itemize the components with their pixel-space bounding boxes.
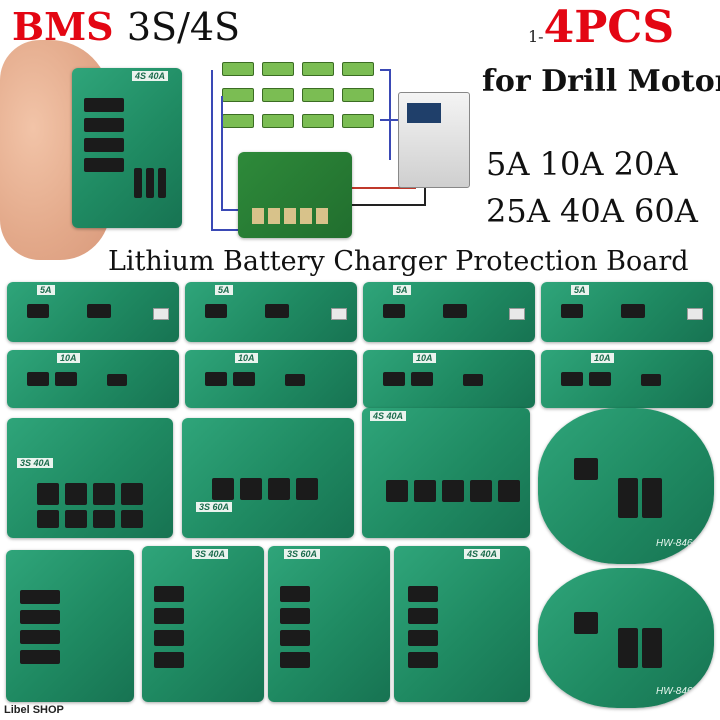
- board-5a-3: 5A: [363, 282, 535, 342]
- board-bottom-1: [6, 550, 134, 702]
- board-bottom-4-label: 4S 40A: [464, 549, 501, 559]
- board-5a-2-label: 5A: [215, 285, 233, 295]
- ratings-line-2: 25A 40A 60A: [486, 192, 698, 230]
- board-bottom-3-label: 3S 60A: [284, 549, 321, 559]
- board-10a-4-label: 10A: [591, 353, 614, 363]
- board-5a-4-label: 5A: [571, 285, 589, 295]
- board-hw846-bottom: HW-846: [538, 568, 714, 708]
- diagram-board: [238, 152, 352, 238]
- board-5a-4: 5A: [541, 282, 713, 342]
- board-4s-40a: 4S 40A: [362, 408, 530, 538]
- shop-watermark: Libel SHOP: [4, 704, 64, 716]
- quantity-prefix: 1-: [528, 27, 544, 46]
- board-bottom-4: 4S 40A: [394, 546, 530, 702]
- board-5a-1-label: 5A: [37, 285, 55, 295]
- usage-label: for Drill Motor: [482, 64, 720, 99]
- board-5a-1: 5A: [7, 282, 179, 342]
- board-5a-2: 5A: [185, 282, 357, 342]
- hw846-top-label: HW-846: [656, 538, 693, 549]
- quantity-label: 1-4PCS: [528, 2, 674, 53]
- board-4s-40a-label: 4S 40A: [370, 411, 407, 421]
- board-10a-2: 10A: [185, 350, 357, 408]
- board-5a-3-label: 5A: [393, 285, 411, 295]
- board-10a-1: 10A: [7, 350, 179, 408]
- board-3s-40a-label: 3S 40A: [17, 458, 54, 468]
- board-3s-60a: 3S 60A: [182, 418, 354, 538]
- board-bottom-2-label: 3S 40A: [192, 549, 229, 559]
- board-3s-60a-label: 3S 60A: [196, 502, 233, 512]
- hero-board: 4S 40A: [72, 68, 182, 228]
- board-10a-3-label: 10A: [413, 353, 436, 363]
- board-10a-2-label: 10A: [235, 353, 258, 363]
- board-hw846-top: HW-846: [538, 408, 714, 564]
- board-10a-1-label: 10A: [57, 353, 80, 363]
- board-3s-40a: 3S 40A: [7, 418, 173, 538]
- board-bottom-3: 3S 60A: [268, 546, 390, 702]
- hero-board-label: 4S 40A: [132, 71, 169, 81]
- board-10a-3: 10A: [363, 350, 535, 408]
- power-supply-unit: [398, 92, 470, 188]
- board-bottom-2: 3S 40A: [142, 546, 264, 702]
- quantity-count: 4PCS: [543, 2, 675, 53]
- title-series: 3S/4S: [126, 5, 241, 49]
- board-10a-4: 10A: [541, 350, 713, 408]
- ratings-line-1: 5A 10A 20A: [486, 145, 678, 183]
- product-subtitle: Lithium Battery Charger Protection Board: [108, 246, 689, 277]
- hw846-bottom-label: HW-846: [656, 686, 693, 697]
